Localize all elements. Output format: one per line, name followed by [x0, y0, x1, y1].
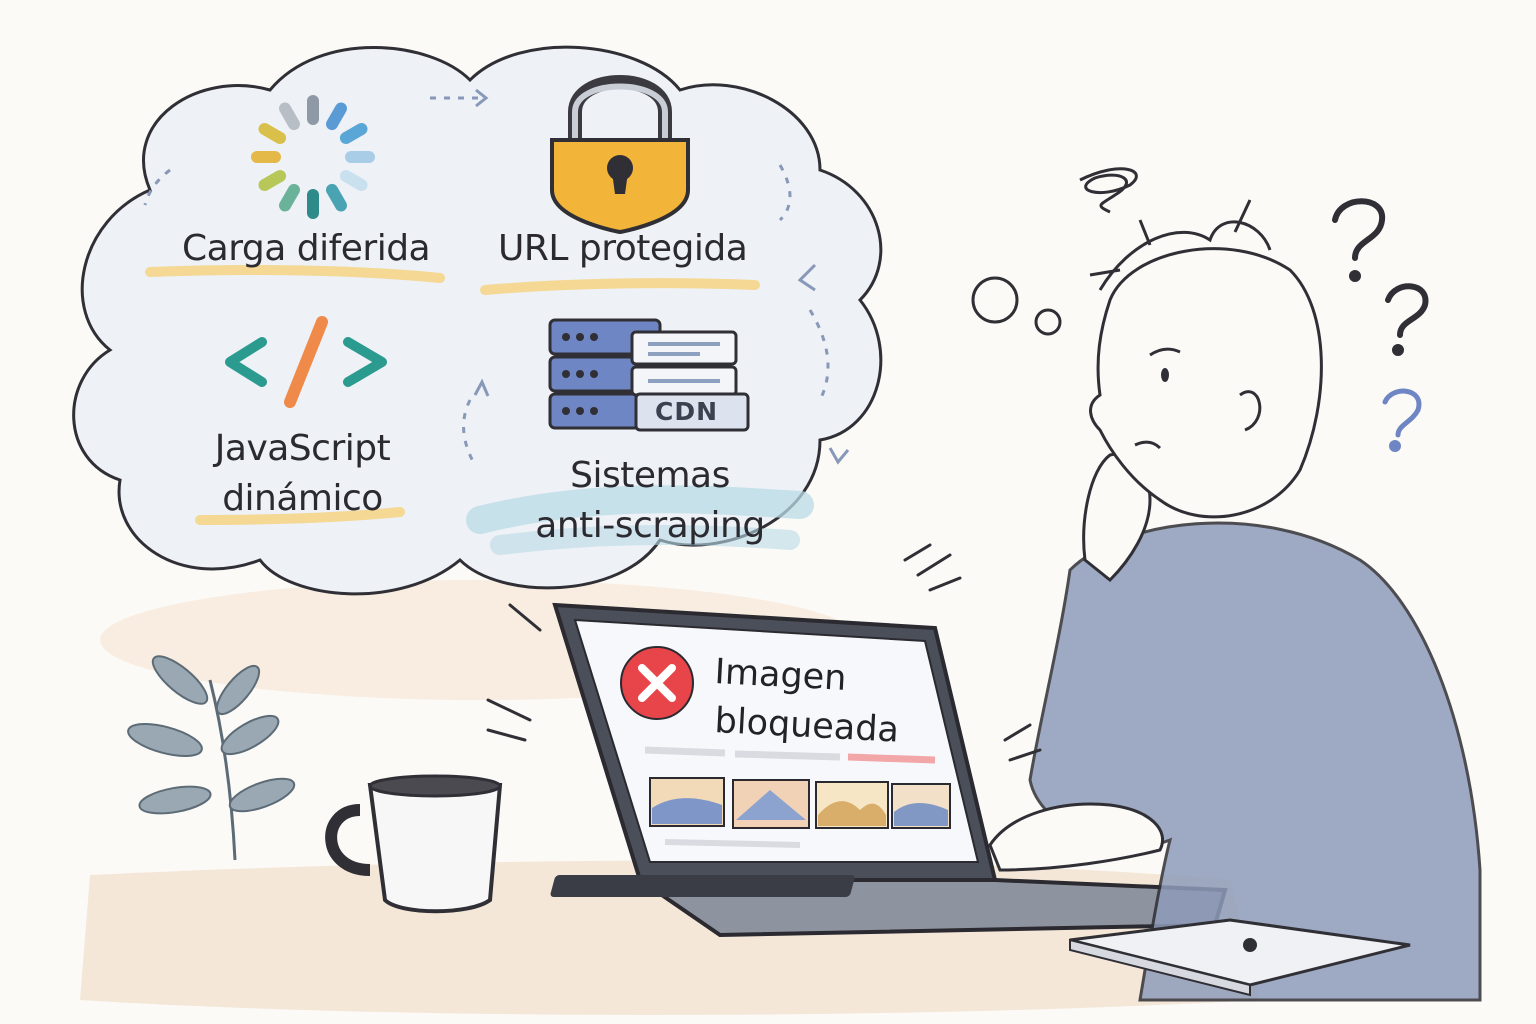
coffee-mug — [325, 774, 503, 914]
error-x-icon — [620, 646, 694, 720]
code-brackets-icon — [225, 316, 387, 408]
label-javascript: JavaScript — [214, 428, 391, 469]
error-title-line1: Imagen — [713, 651, 848, 699]
person-figure — [988, 167, 1482, 1002]
laptop — [550, 602, 1228, 938]
server-stack-icon — [548, 318, 750, 432]
label-carga-diferida: Carga diferida — [182, 228, 431, 269]
label-dinamico: dinámico — [222, 478, 383, 519]
motion-lines — [486, 543, 1042, 762]
label-sistemas: Sistemas — [570, 455, 730, 496]
label-anti-scraping: anti-scraping — [535, 505, 765, 546]
question-marks — [1332, 198, 1429, 452]
padlock-icon — [550, 75, 690, 235]
error-title-line2: bloqueada — [713, 700, 900, 751]
thumbnail-grid — [649, 777, 951, 829]
label-url-protegida: URL protegida — [498, 228, 748, 269]
plant-decoration — [127, 655, 296, 861]
loading-spinner-icon — [251, 95, 375, 219]
notebook — [1069, 918, 1411, 997]
cdn-badge: CDN — [655, 397, 719, 426]
